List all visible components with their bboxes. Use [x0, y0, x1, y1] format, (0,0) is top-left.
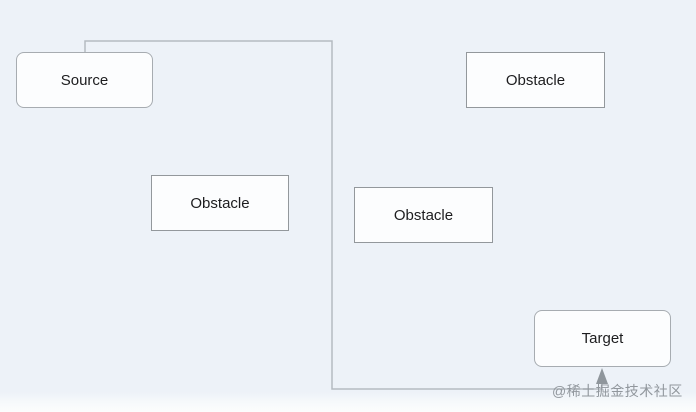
node-source[interactable]: Source [16, 52, 153, 108]
node-label: Obstacle [505, 71, 566, 89]
node-obstacle-top-right[interactable]: Obstacle [466, 52, 605, 108]
edge-source-to-target[interactable] [84, 40, 603, 390]
node-label: Obstacle [393, 206, 454, 224]
node-obstacle-middle-left[interactable]: Obstacle [151, 175, 289, 231]
node-target[interactable]: Target [534, 310, 671, 367]
node-label: Obstacle [190, 194, 250, 212]
edge-arrowhead [596, 368, 608, 384]
node-label: Target [581, 330, 624, 347]
node-label: Source [60, 71, 109, 89]
node-obstacle-middle-center[interactable]: Obstacle [354, 187, 493, 243]
